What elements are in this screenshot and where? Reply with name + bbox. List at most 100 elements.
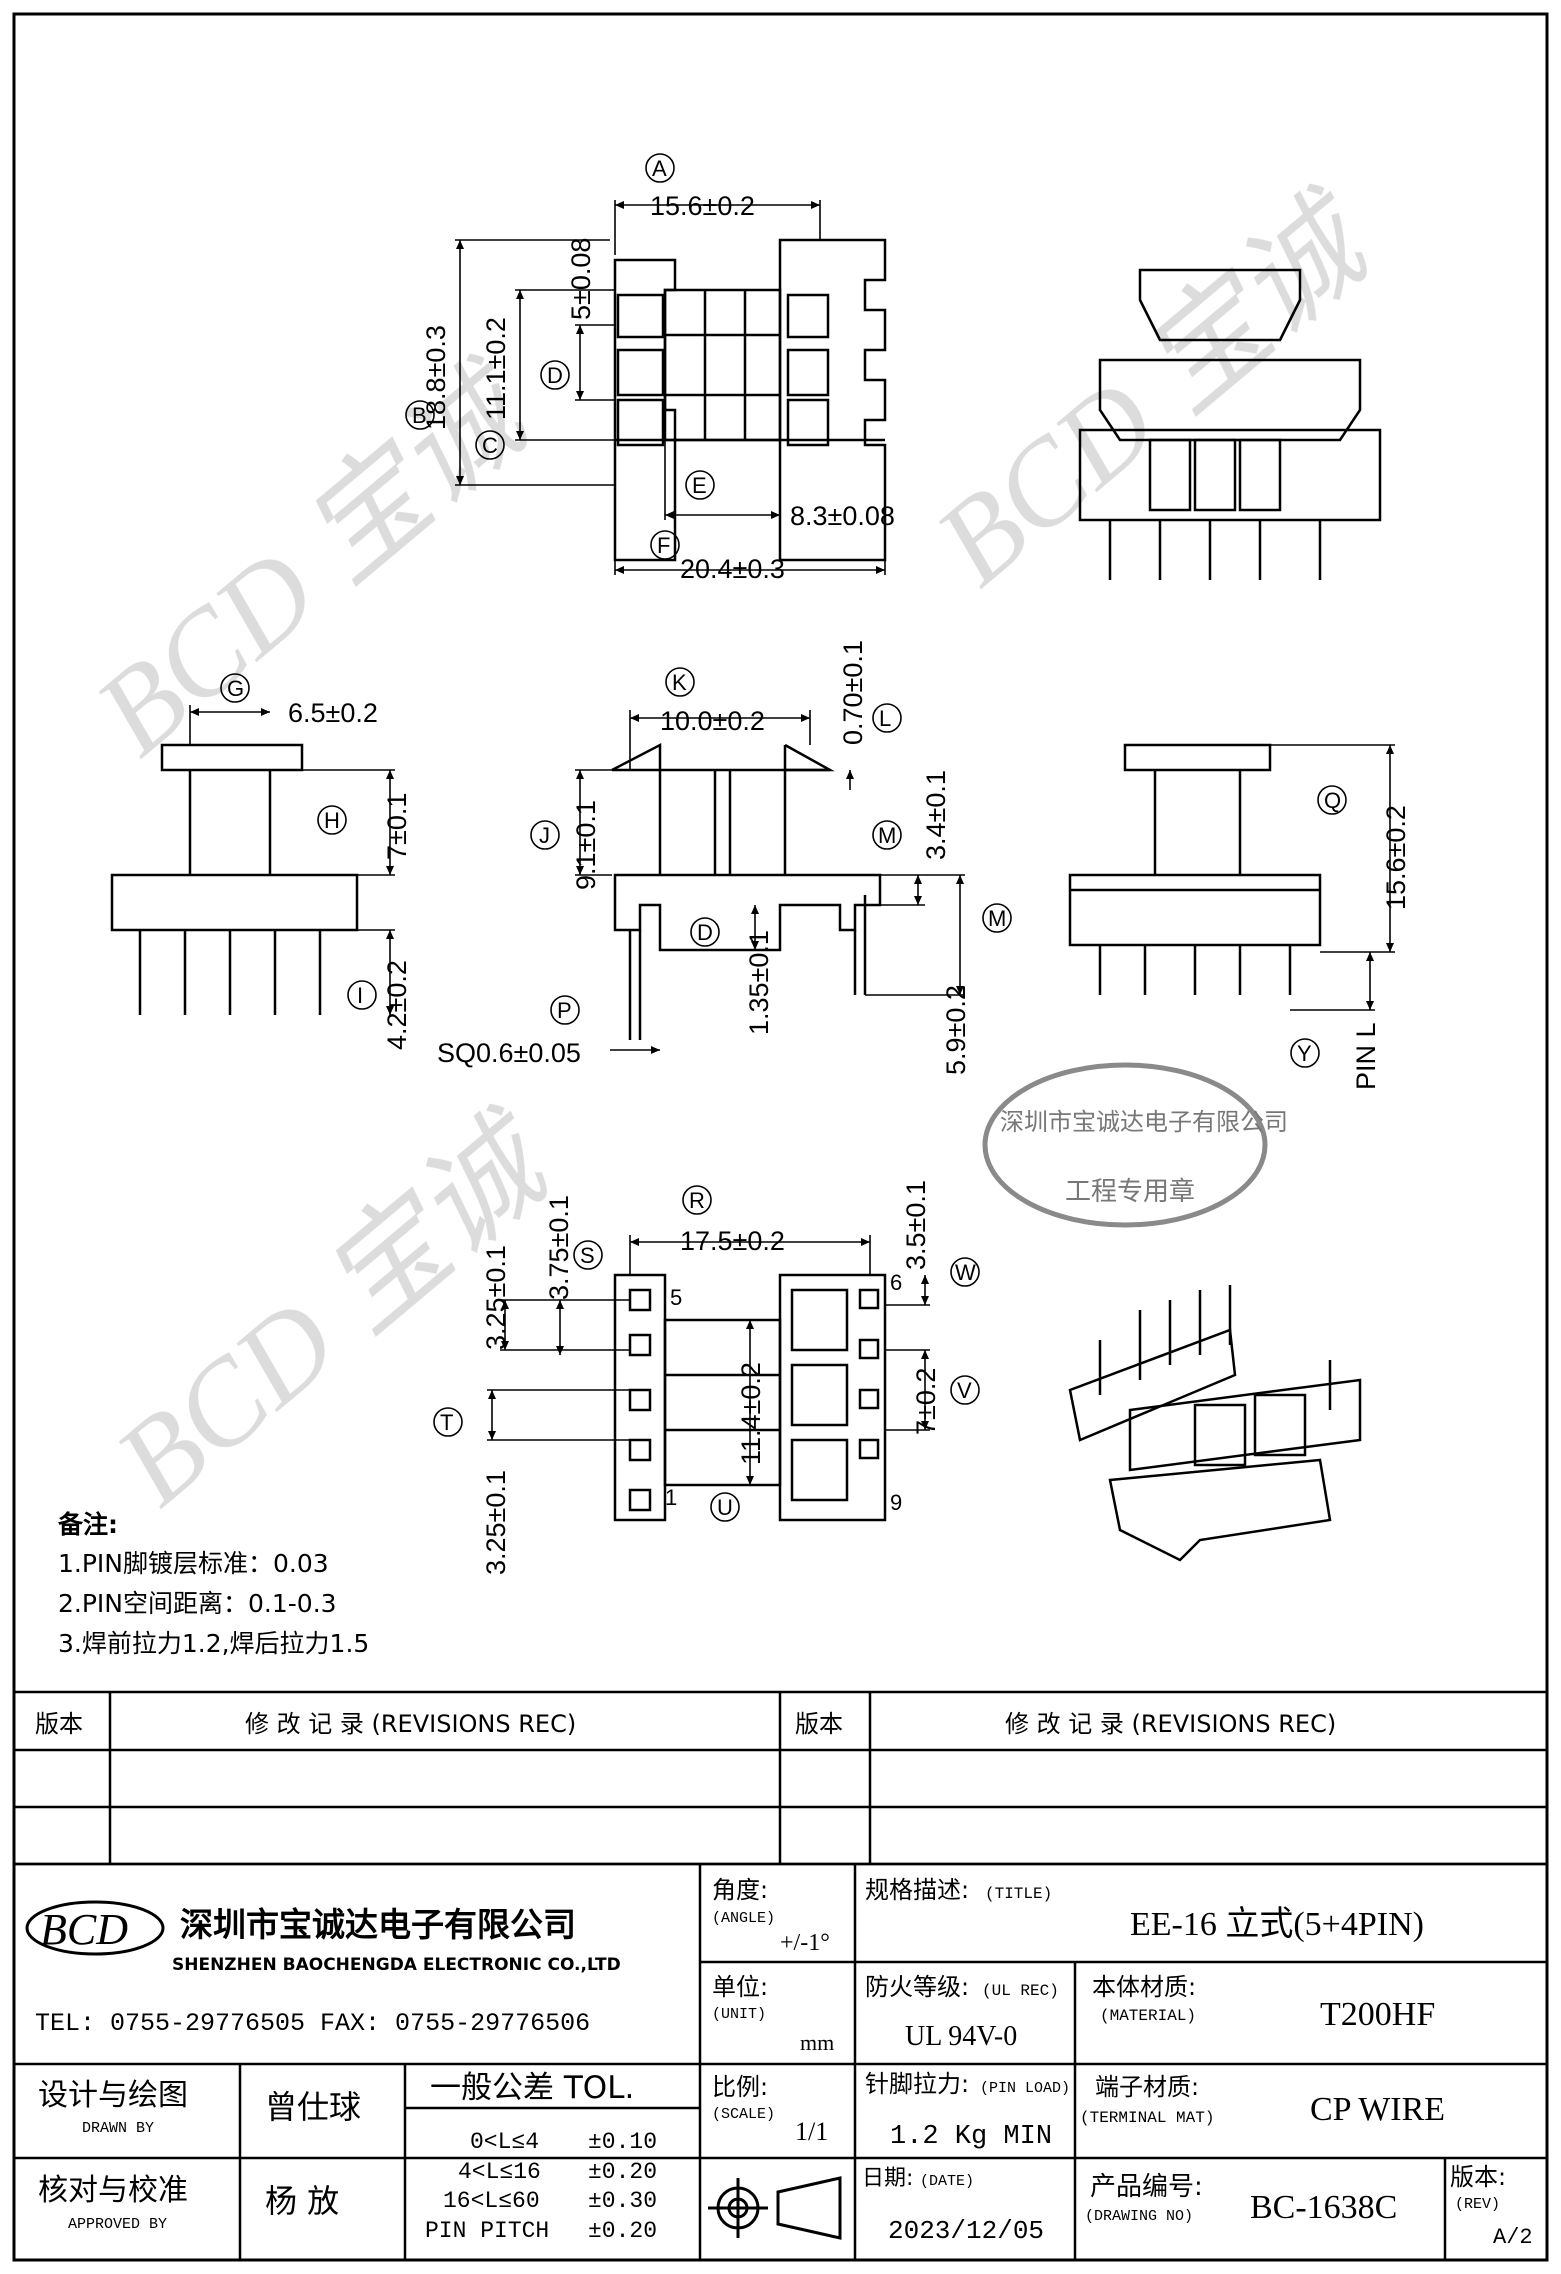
rev-rec-label-left: 修 改 记 录 (REVISIONS REC) <box>245 1710 576 1738</box>
pin-load-value: 1.2 Kg MIN <box>890 2122 1052 2152</box>
tol-value-4: ±0.20 <box>588 2218 657 2244</box>
tol-range-2: 4<L≤16 <box>458 2159 541 2185</box>
dim-l: 0.70±0.1 <box>838 640 868 745</box>
letter-u: U <box>717 1495 733 1520</box>
iso-view-top <box>1078 268 1382 580</box>
side-view-right <box>1068 743 1322 995</box>
letter-w: W <box>955 1260 976 1285</box>
dim-q: 15.6±0.2 <box>1381 805 1411 910</box>
pin-load-en: (PIN LOAD) <box>980 2080 1070 2097</box>
title-label: 规格描述: <box>865 1876 969 1904</box>
rev-ver-label-left: 版本 <box>35 1710 83 1738</box>
ul-label: 防火等级: <box>865 1973 969 2001</box>
dim-m2: 5.9±0.2 <box>941 985 971 1075</box>
label-circles-top <box>405 153 715 560</box>
drawing-no-value: BC-1638C <box>1250 2189 1397 2226</box>
dim-d: 5±0.08 <box>566 238 596 320</box>
projection-symbol-icon <box>708 2176 842 2240</box>
design-label: 设计与绘图 <box>38 2078 188 2113</box>
iso-view-bottom <box>1068 1285 1362 1562</box>
approve-label: 核对与校准 <box>38 2173 188 2208</box>
design-en: DRAWN BY <box>82 2120 154 2137</box>
top-view-labels: 15.6±0.2 18.8±0.3 11.1±0.2 5±0.08 8.3±0.… <box>405 153 895 584</box>
side-view-right-dims <box>1270 744 1395 1011</box>
letter-h: H <box>324 808 340 833</box>
note-3: 3.焊前拉力1.2,焊后拉力1.5 <box>58 1629 369 1658</box>
material-label: 本体材质: <box>1092 1973 1196 2001</box>
letter-k: K <box>672 670 687 695</box>
scale-label: 比例: <box>712 2073 768 2101</box>
letter-t: T <box>440 1410 453 1435</box>
notes-title: 备注: <box>57 1510 118 1539</box>
tol-value-2: ±0.20 <box>588 2159 657 2185</box>
letter-b: B <box>412 403 427 428</box>
date-en: (DATE) <box>920 2173 974 2190</box>
tol-range-3: 16<L≤60 <box>443 2188 540 2214</box>
dim-m1: 3.4±0.1 <box>921 770 951 860</box>
angle-value: +/-1° <box>780 1930 830 1956</box>
label-circles-left <box>220 673 377 1010</box>
terminal-value: CP WIRE <box>1310 2091 1445 2128</box>
top-view <box>613 238 887 562</box>
dim-s2: 3.25±0.1 <box>481 1245 511 1350</box>
unit-label: 单位: <box>712 1973 768 2001</box>
letter-s: S <box>580 1243 595 1268</box>
company-name-cn: 深圳市宝诚达电子有限公司 <box>180 1905 576 1944</box>
dim-u: 11.4±0.2 <box>736 1362 766 1465</box>
letter-r: R <box>689 1188 705 1213</box>
note-1: 1.PIN脚镀层标准：0.03 <box>58 1549 329 1578</box>
front-view-dims <box>575 710 965 1054</box>
letter-p: P <box>557 998 572 1023</box>
letter-m: M <box>878 823 896 848</box>
dim-e: 8.3±0.08 <box>790 501 895 531</box>
letter-l: L <box>879 706 891 731</box>
angle-label: 角度: <box>712 1876 768 1904</box>
date-value: 2023/12/05 <box>888 2216 1044 2246</box>
letter-g: G <box>227 676 244 701</box>
dim-t: 3.25±0.1 <box>481 1470 511 1575</box>
tolerance-label: 一般公差 TOL. <box>430 2070 634 2106</box>
dim-j: 9.1±0.1 <box>571 800 601 890</box>
company-stamp: 深圳市宝诚达电子有限公司 工程专用章 <box>982 1062 1288 1228</box>
letter-a: A <box>652 156 667 181</box>
rev-ver-label-right: 版本 <box>795 1710 843 1738</box>
letter-j: J <box>539 823 550 848</box>
top-view-dimensions <box>455 200 886 575</box>
drawing-no-en: (DRAWING NO) <box>1085 2208 1193 2225</box>
title-en: (TITLE) <box>985 1885 1052 1903</box>
letter-y: Y <box>1297 1041 1312 1066</box>
title-value: EE-16 立式(5+4PIN) <box>1130 1905 1424 1943</box>
letter-d: D <box>547 363 563 388</box>
dim-r: 17.5±0.2 <box>680 1226 785 1256</box>
tol-value-3: ±0.30 <box>588 2188 657 2214</box>
title-block-grid <box>12 1862 1549 2262</box>
stamp-top-text: 深圳市宝诚达电子有限公司 <box>1000 1108 1288 1136</box>
company-logo: BCD <box>25 1900 165 1956</box>
side-view-left-dims <box>189 705 395 1015</box>
letter-e: E <box>692 473 707 498</box>
rev-en: (REV) <box>1455 2196 1500 2213</box>
pin-number-5: 5 <box>670 1285 682 1310</box>
letter-c: C <box>482 433 498 458</box>
tol-range-1: 0<L≤4 <box>470 2129 539 2155</box>
material-value: T200HF <box>1320 1996 1435 2033</box>
pin-number-1: 1 <box>665 1485 677 1510</box>
terminal-en: (TERMINAL MAT) <box>1080 2109 1214 2127</box>
tol-value-1: ±0.10 <box>588 2129 657 2155</box>
side-view-left <box>110 743 359 1015</box>
note-2: 2.PIN空间距离：0.1-0.3 <box>58 1589 337 1618</box>
svg-text:BCD 宝诚: BCD 宝诚 <box>911 170 1399 610</box>
pin-load-label: 针脚拉力: <box>865 2070 969 2098</box>
stamp-bottom-text: 工程专用章 <box>1065 1177 1195 1207</box>
rev-label: 版本: <box>1450 2163 1506 2191</box>
tol-range-4: PIN PITCH <box>425 2218 549 2244</box>
ul-en: (UL REC) <box>982 1982 1059 2000</box>
rev-rec-label-right: 修 改 记 录 (REVISIONS REC) <box>1005 1710 1336 1738</box>
angle-en: (ANGLE) <box>712 1910 775 1927</box>
letter-q: Q <box>1324 788 1341 813</box>
letter-v: V <box>957 1378 972 1403</box>
label-circles-front <box>530 667 1012 1025</box>
terminal-label: 端子材质: <box>1095 2073 1199 2101</box>
dim-i: 4.2±0.2 <box>382 960 412 1050</box>
